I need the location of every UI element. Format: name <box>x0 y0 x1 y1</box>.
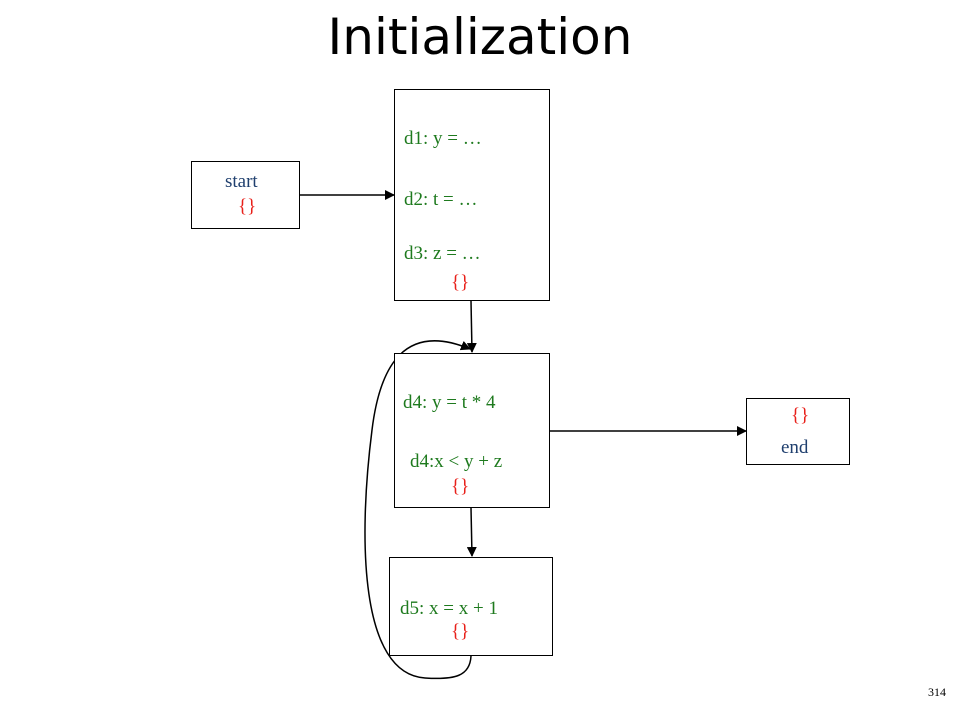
slide-title: Initialization <box>327 8 633 66</box>
basic-block-3: d5: x = x + 1 {} <box>389 557 553 656</box>
block1-set: {} <box>451 272 470 293</box>
end-label: end <box>781 437 809 458</box>
def-d1: d1: y = … <box>404 128 482 149</box>
start-label: start <box>225 171 258 192</box>
edge-block2-to-block3 <box>466 507 477 557</box>
basic-block-1: d1: y = … d2: t = … d3: z = … {} <box>394 89 550 301</box>
block3-set: {} <box>451 621 470 642</box>
end-node: {} end <box>746 398 850 465</box>
def-d2: d2: t = … <box>404 189 478 210</box>
condition-d4: d4:x < y + z <box>410 451 503 472</box>
page-number: 314 <box>928 685 946 699</box>
def-d4: d4: y = t * 4 <box>403 392 496 413</box>
start-node: start {} <box>191 161 300 229</box>
end-set: {} <box>791 405 810 426</box>
edge-block1-to-block2 <box>466 300 477 353</box>
block2-set: {} <box>451 476 470 497</box>
def-d5: d5: x = x + 1 <box>400 598 498 619</box>
def-d3: d3: z = … <box>404 243 481 264</box>
start-set: {} <box>238 196 257 217</box>
basic-block-2: d4: y = t * 4 d4:x < y + z {} <box>394 353 550 508</box>
